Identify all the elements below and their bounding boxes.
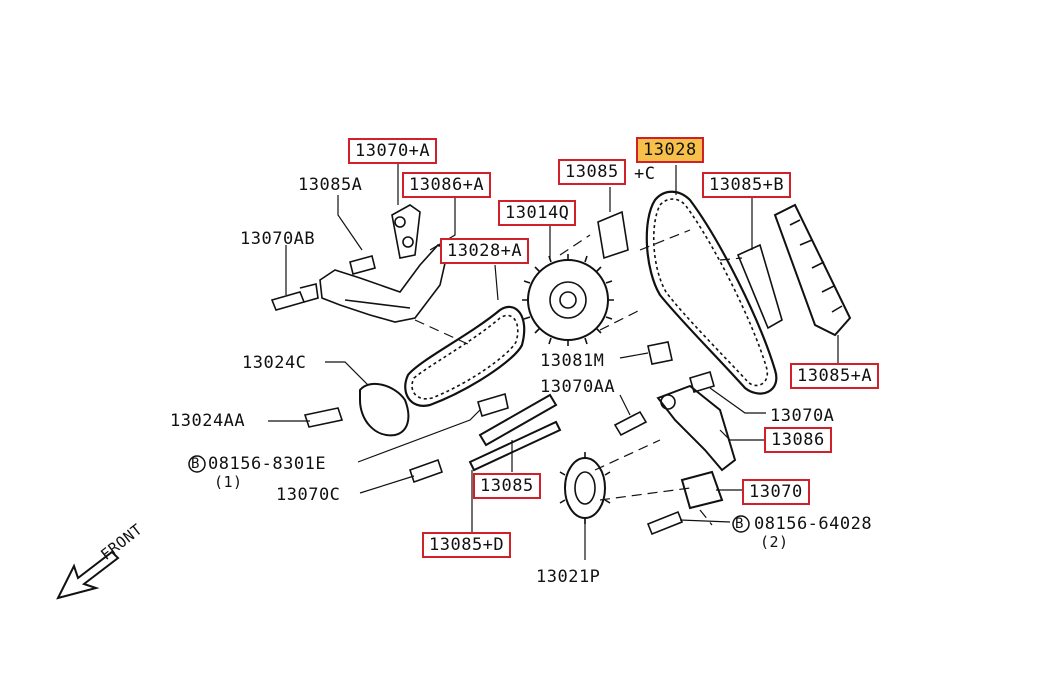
part-label-13024c: 13024C: [242, 353, 307, 373]
bolt-13070c: [408, 458, 444, 484]
secondary-chain: [404, 305, 526, 407]
chain-tensioner-13070: [680, 470, 724, 510]
part-label-13070aa: 13070AA: [540, 377, 616, 397]
part-label-13070ab: 13070AB: [240, 229, 316, 249]
part-label-13070[interactable]: 13070: [742, 479, 810, 505]
bolt-08156-64028: [646, 510, 684, 536]
part-label-13086-plus-a[interactable]: 13086+A: [402, 172, 492, 198]
part-label-08156-8301e: 08156-8301E: [208, 454, 327, 474]
part-label-13085[interactable]: 13085: [473, 473, 541, 499]
part-label-13085-plus-b[interactable]: 13085+B: [702, 172, 792, 198]
bolt-13070ab: [270, 291, 306, 311]
part-label-13070a: 13070A: [770, 406, 835, 426]
part-label-13028-plus-a[interactable]: 13028+A: [440, 238, 530, 264]
chain-guide-13085c: [597, 210, 629, 260]
part-label-13085a: 13085A: [298, 175, 363, 195]
sprocket-13021p: [564, 457, 606, 519]
chain-guide-upper-left: [319, 244, 449, 323]
bolt-marker-icon-left: [188, 455, 206, 473]
part-13081m: [647, 341, 673, 365]
bolt-marker-icon-right: [732, 515, 750, 533]
chain-guide-13085b: [736, 243, 783, 330]
bolt-marker-letter-left: B: [191, 456, 200, 472]
guide-clip: [391, 204, 421, 259]
bolt-13085a: [349, 255, 376, 275]
bolt-13070a: [689, 371, 715, 393]
part-label-08156-64028: 08156-64028: [754, 514, 873, 534]
part-label-13081m: 13081M: [540, 351, 605, 371]
bolt-08156-8301e: [477, 392, 509, 418]
chain-guide-13085a-right: [773, 203, 852, 337]
part-label-13086[interactable]: 13086: [764, 427, 832, 453]
bolt-marker-letter-right: B: [735, 516, 744, 532]
part-label-13085-c-suffix: +C: [634, 164, 656, 184]
part-label-13085-c[interactable]: 13085: [558, 159, 626, 185]
part-label-13014q[interactable]: 13014Q: [498, 200, 577, 226]
part-label-13085-plus-a-right[interactable]: 13085+A: [790, 363, 880, 389]
part-label-13021p: 13021P: [536, 567, 601, 587]
part-qty-08156-8301e: (1): [214, 473, 243, 491]
part-label-13024aa: 13024AA: [170, 411, 246, 431]
part-label-13028-highlighted[interactable]: 13028: [636, 137, 704, 163]
gasket-13024c: [359, 382, 410, 437]
front-arrow-icon: [56, 550, 120, 600]
part-qty-08156-64028: (2): [760, 533, 789, 551]
part-label-13085-plus-d[interactable]: 13085+D: [422, 532, 512, 558]
part-label-13070c: 13070C: [276, 485, 341, 505]
part-label-13070-plus-a[interactable]: 13070+A: [348, 138, 438, 164]
bolt-13024aa: [303, 407, 344, 428]
main-timing-chain: [645, 190, 778, 395]
tensioner-arm-13086: [656, 384, 737, 472]
chain-guide-13085: [478, 393, 558, 447]
bolt-13070aa: [613, 410, 648, 437]
chain-guide-13085d: [468, 420, 562, 472]
